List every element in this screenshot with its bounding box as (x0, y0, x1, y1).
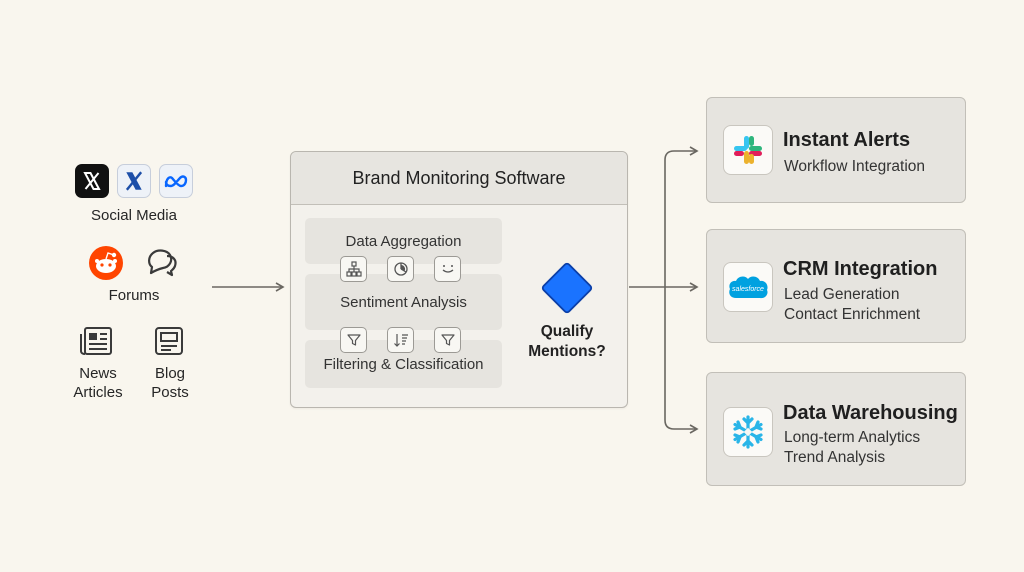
branch-up (664, 146, 699, 287)
newspaper-icon (80, 325, 116, 357)
sort-icon (387, 327, 414, 353)
blog-post-icon (152, 324, 186, 358)
news-articles-label: News Articles (73, 365, 123, 401)
output-instant-alerts: Instant Alerts Workflow Integration (706, 97, 966, 203)
branch-down (664, 287, 699, 434)
filter-icon (434, 327, 461, 353)
filter-icon (340, 327, 367, 353)
hierarchy-icon (340, 256, 367, 282)
pie-chart-icon (387, 256, 414, 282)
reddit-icon (88, 245, 124, 281)
decision-diamond (541, 262, 593, 314)
brand-monitoring-panel: Brand Monitoring Software Data Aggregati… (290, 151, 628, 408)
meta-logo-icon (159, 164, 193, 198)
salesforce-icon: salesforce (723, 262, 773, 312)
output-subtitle: Workflow Integration (784, 158, 925, 175)
output-subtitle: Contact Enrichment (784, 306, 921, 323)
stage-filtering-classification: Filtering & Classification (305, 340, 502, 388)
output-subtitle: Trend Analysis (784, 449, 886, 466)
decision-label: Qualify Mentions? (528, 323, 606, 360)
forums-label: Forums (108, 287, 160, 304)
output-title: Data Warehousing (783, 402, 958, 424)
snowflake-icon (723, 407, 773, 457)
blog-posts-label: Blog Posts (151, 365, 189, 401)
x-logo-icon (75, 164, 109, 198)
output-title: Instant Alerts (783, 129, 911, 151)
chat-bubble-icon (144, 245, 180, 281)
output-subtitle: Long-term Analytics (784, 429, 921, 446)
x-logo-icon (117, 164, 151, 198)
salesforce-logo-text: salesforce (732, 286, 764, 293)
output-data-warehousing: Data Warehousing Long-term Analytics Tre… (706, 372, 966, 486)
output-crm-integration: salesforce CRM Integration Lead Generati… (706, 229, 966, 343)
stage-sentiment-analysis: Sentiment Analysis (305, 274, 502, 330)
output-subtitle: Lead Generation (784, 286, 900, 303)
panel-title: Brand Monitoring Software (291, 152, 627, 205)
slack-icon (723, 125, 773, 175)
smile-icon (434, 256, 461, 282)
output-title: CRM Integration (783, 258, 938, 280)
social-media-label: Social Media (91, 207, 177, 224)
